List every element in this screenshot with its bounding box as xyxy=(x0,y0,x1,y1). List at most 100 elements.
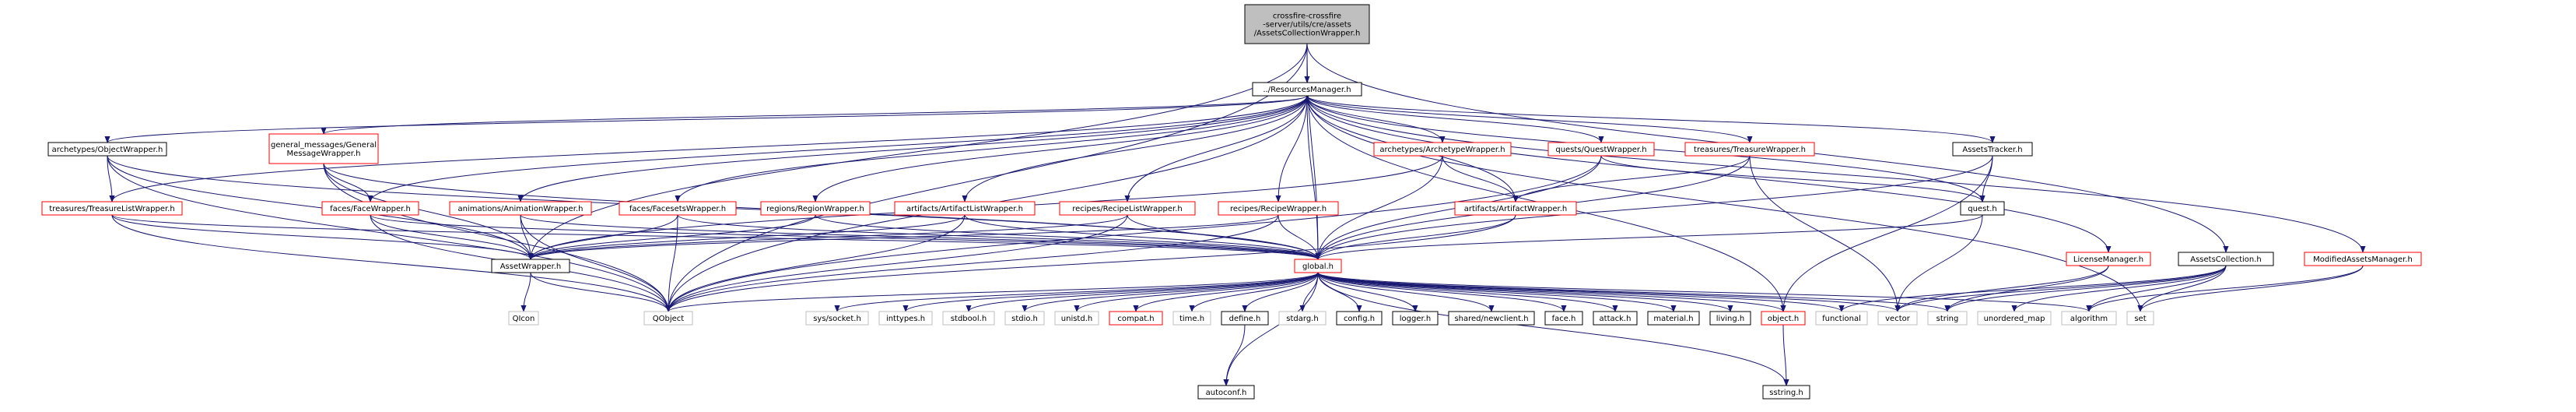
edge-global-h-to-unistd xyxy=(1074,272,1319,312)
edge-quest-h-to-global-h xyxy=(1315,214,1983,260)
node-label: string xyxy=(1936,315,1959,323)
node-label: artifacts/ArtifactListWrapper.h xyxy=(906,205,1023,213)
node-material[interactable]: material.h xyxy=(1647,311,1700,326)
node-artifact-list-wrapper[interactable]: artifacts/ArtifactListWrapper.h xyxy=(894,201,1036,216)
edge-root-to-qobject xyxy=(665,43,1308,312)
node-label: unordered_map xyxy=(1984,315,2045,323)
node-algorithm: algorithm xyxy=(2061,311,2117,326)
edge-treasure-list-wrapper-to-global-h xyxy=(111,214,1321,260)
edge-recipe-wrapper-to-asset-wrapper xyxy=(527,214,1279,260)
node-autoconf[interactable]: autoconf.h xyxy=(1197,385,1255,400)
edge-resources-manager-to-set xyxy=(1306,95,2143,312)
node-label: AssetWrapper.h xyxy=(500,262,562,271)
node-newclient[interactable]: shared/newclient.h xyxy=(1448,311,1535,326)
edge-quest-wrapper-to-quest-h xyxy=(1600,155,1985,202)
node-label: face.h xyxy=(1552,315,1576,323)
node-compat[interactable]: compat.h xyxy=(1109,311,1163,326)
node-object-wrapper[interactable]: archetypes/ObjectWrapper.h xyxy=(47,142,167,157)
edge-resources-manager-to-global-h xyxy=(1306,95,1321,260)
node-root[interactable]: crossfire-crossfire-server/utils/cre/ass… xyxy=(1244,4,1370,44)
node-license-manager[interactable]: LicenseManager.h xyxy=(2066,252,2151,266)
edge-artifact-wrapper-to-global-h xyxy=(1315,214,1516,260)
edge-global-h-to-string xyxy=(1317,272,1950,312)
node-recipe-list-wrapper[interactable]: recipes/RecipeListWrapper.h xyxy=(1059,201,1196,216)
edge-recipe-list-wrapper-to-asset-wrapper xyxy=(527,214,1128,260)
node-label: ../ResourcesManager.h xyxy=(1263,86,1351,94)
node-time-h: time.h xyxy=(1172,311,1211,326)
node-artifact-wrapper[interactable]: artifacts/ArtifactWrapper.h xyxy=(1454,201,1577,216)
edge-root-to-global-h xyxy=(1306,43,1321,260)
node-archetype-wrapper[interactable]: archetypes/ArchetypeWrapper.h xyxy=(1373,142,1512,157)
node-assets-collection[interactable]: AssetsCollection.h xyxy=(2178,252,2274,266)
node-animation-wrapper[interactable]: animations/AnimationWrapper.h xyxy=(449,201,592,216)
edge-general-message-wrapper-to-qobject xyxy=(323,163,671,312)
edge-general-message-wrapper-to-face-wrapper xyxy=(323,163,373,202)
node-quest-wrapper[interactable]: quests/QuestWrapper.h xyxy=(1547,142,1655,157)
node-treasure-list-wrapper[interactable]: treasures/TreasureListWrapper.h xyxy=(41,201,183,216)
edge-global-h-to-stdbool xyxy=(966,272,1319,312)
node-qobject: QObject xyxy=(643,311,693,326)
edge-assets-collection-to-functional xyxy=(1838,265,2227,312)
edge-face-wrapper-to-global-h xyxy=(370,214,1321,260)
node-label: faces/FacesetsWrapper.h xyxy=(629,205,726,213)
edge-object-wrapper-to-treasure-list-wrapper xyxy=(107,155,115,202)
node-facesets-wrapper[interactable]: faces/FacesetsWrapper.h xyxy=(619,201,737,216)
edge-treasure-wrapper-to-vector xyxy=(1749,155,1901,312)
node-object-h[interactable]: object.h xyxy=(1761,311,1806,326)
edge-modified-assets-manager-to-set xyxy=(2137,265,2364,312)
edge-modified-assets-manager-to-algorithm xyxy=(2086,265,2364,312)
edge-artifact-list-wrapper-to-qobject xyxy=(665,214,966,312)
node-unistd: unistd.h xyxy=(1054,311,1099,326)
node-modified-assets-manager[interactable]: ModifiedAssetsManager.h xyxy=(2304,252,2422,266)
edge-global-h-to-autoconf xyxy=(1223,272,1319,386)
edge-resources-manager-to-recipe-wrapper xyxy=(1275,95,1308,202)
node-label: recipes/RecipeWrapper.h xyxy=(1230,205,1327,213)
node-label: animations/AnimationWrapper.h xyxy=(457,205,583,213)
node-config[interactable]: config.h xyxy=(1336,311,1383,326)
node-attack[interactable]: attack.h xyxy=(1593,311,1638,326)
node-label: attack.h xyxy=(1600,315,1631,323)
edge-resources-manager-to-modified-assets-manager xyxy=(1306,95,2366,253)
node-qicon: QIcon xyxy=(508,311,539,326)
node-label: treasures/TreasureListWrapper.h xyxy=(49,205,174,213)
edge-global-h-to-logger xyxy=(1317,272,1418,312)
node-label: QIcon xyxy=(513,315,535,323)
edge-global-h-to-inttypes xyxy=(902,272,1319,312)
node-face-wrapper[interactable]: faces/FaceWrapper.h xyxy=(321,201,419,216)
node-define-h[interactable]: define.h xyxy=(1221,311,1269,326)
node-face-h[interactable]: face.h xyxy=(1544,311,1583,326)
edge-resources-manager-to-region-wrapper xyxy=(812,95,1308,202)
edge-resources-manager-to-assets-tracker xyxy=(1306,95,1996,143)
dependency-edges xyxy=(104,43,2366,386)
node-label: autoconf.h xyxy=(1206,389,1247,397)
node-logger[interactable]: logger.h xyxy=(1392,311,1439,326)
node-quest-h[interactable]: quest.h xyxy=(1960,201,2005,216)
node-global-h[interactable]: global.h xyxy=(1294,259,1342,273)
node-recipe-wrapper[interactable]: recipes/RecipeWrapper.h xyxy=(1218,201,1339,216)
node-sstring[interactable]: sstring.h xyxy=(1762,385,1810,400)
node-resources-manager[interactable]: ../ResourcesManager.h xyxy=(1252,82,1362,97)
edge-global-h-to-sys-socket xyxy=(834,272,1319,312)
node-label: faces/FaceWrapper.h xyxy=(330,205,411,213)
node-unordered-map: unordered_map xyxy=(1977,311,2052,326)
node-label: set xyxy=(2134,315,2146,323)
node-label: regions/RegionWrapper.h xyxy=(766,205,864,213)
node-label: global.h xyxy=(1302,262,1334,271)
edge-treasure-list-wrapper-to-qobject xyxy=(111,214,671,312)
node-label: inttypes.h xyxy=(886,315,925,323)
node-assets-tracker[interactable]: AssetsTracker.h xyxy=(1952,142,2033,157)
node-label: logger.h xyxy=(1400,315,1431,323)
edge-animation-wrapper-to-qobject xyxy=(520,214,671,312)
edge-asset-wrapper-to-qicon xyxy=(520,272,531,312)
node-label: vector xyxy=(1885,315,1911,323)
node-region-wrapper[interactable]: regions/RegionWrapper.h xyxy=(760,201,871,216)
node-treasure-wrapper[interactable]: treasures/TreasureWrapper.h xyxy=(1684,142,1815,157)
edge-define-h-to-autoconf xyxy=(1223,324,1246,386)
edge-recipe-wrapper-to-qobject xyxy=(665,214,1279,312)
node-living[interactable]: living.h xyxy=(1709,311,1751,326)
edge-global-h-to-material xyxy=(1317,272,1677,312)
node-label: archetypes/ObjectWrapper.h xyxy=(52,146,163,154)
node-asset-wrapper[interactable]: AssetWrapper.h xyxy=(491,259,570,273)
